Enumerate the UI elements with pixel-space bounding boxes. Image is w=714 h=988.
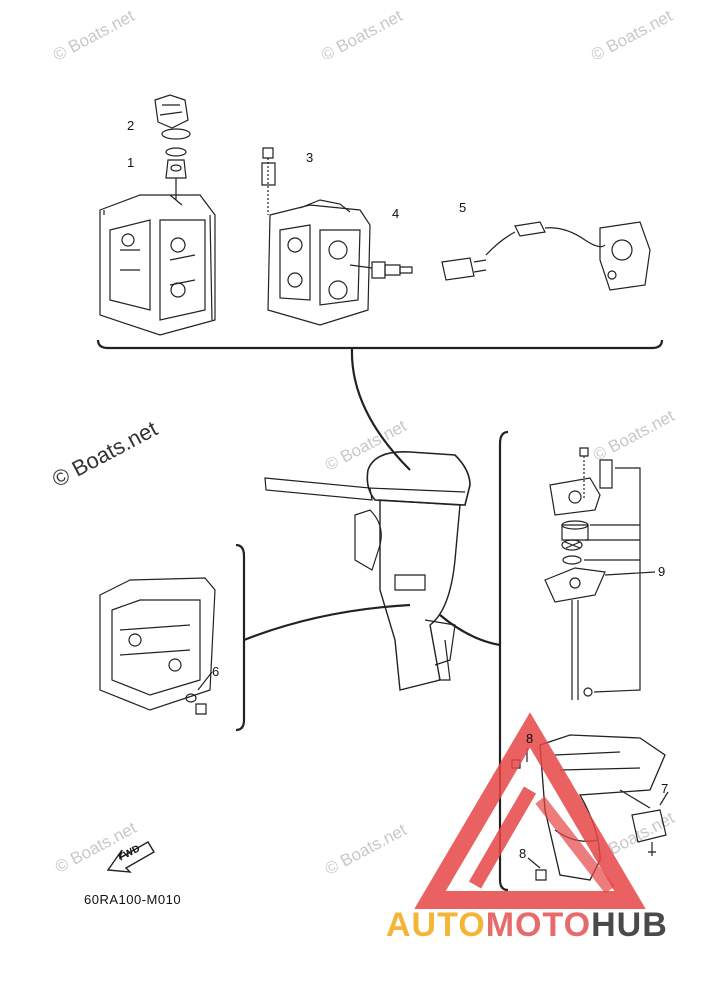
drain-bolt [195, 703, 207, 715]
fuel-filter [441, 221, 651, 291]
cylinder-block [99, 194, 216, 336]
brand-logo: AUTOMOTOHUB [386, 906, 668, 945]
brand-part-hub: HUB [591, 906, 668, 944]
callout-7: 7 [661, 781, 669, 796]
callout-8-upper: 8 [526, 731, 534, 746]
callout-2: 2 [127, 118, 135, 133]
left-group-bracket [235, 543, 246, 732]
callout-6: 6 [212, 664, 220, 679]
upper-casing [99, 577, 216, 711]
screw [535, 869, 547, 881]
thermostat [165, 159, 187, 179]
thermostat-seal [165, 147, 187, 157]
bolt-head [262, 147, 274, 159]
left-group-leader [243, 603, 411, 642]
callout-3: 3 [306, 150, 314, 165]
diagram-code: 60RA100-M010 [84, 892, 182, 907]
washer [185, 693, 197, 703]
callout-4: 4 [392, 206, 400, 221]
spark-plug [349, 261, 413, 279]
top-group-bracket [96, 339, 664, 350]
trim-anode [631, 809, 667, 843]
top-group-leader [350, 347, 411, 471]
gasket [161, 128, 191, 140]
brand-part-moto: MOTO [485, 906, 592, 944]
outboard-motor [264, 451, 471, 691]
callout-8-lower: 8 [519, 846, 527, 861]
right-group-leader [439, 614, 501, 647]
callout-9: 9 [658, 564, 666, 579]
thermostat-cover [154, 94, 189, 129]
fwd-arrow [106, 841, 155, 873]
right-group-bracket [498, 430, 509, 892]
water-pump-kit [544, 447, 613, 700]
callout-5: 5 [459, 200, 467, 215]
brand-triangle [414, 712, 646, 909]
callout-1: 1 [127, 155, 135, 170]
anode [261, 162, 276, 186]
brand-part-auto: AUTO [386, 906, 486, 944]
cylinder-head [267, 199, 371, 326]
